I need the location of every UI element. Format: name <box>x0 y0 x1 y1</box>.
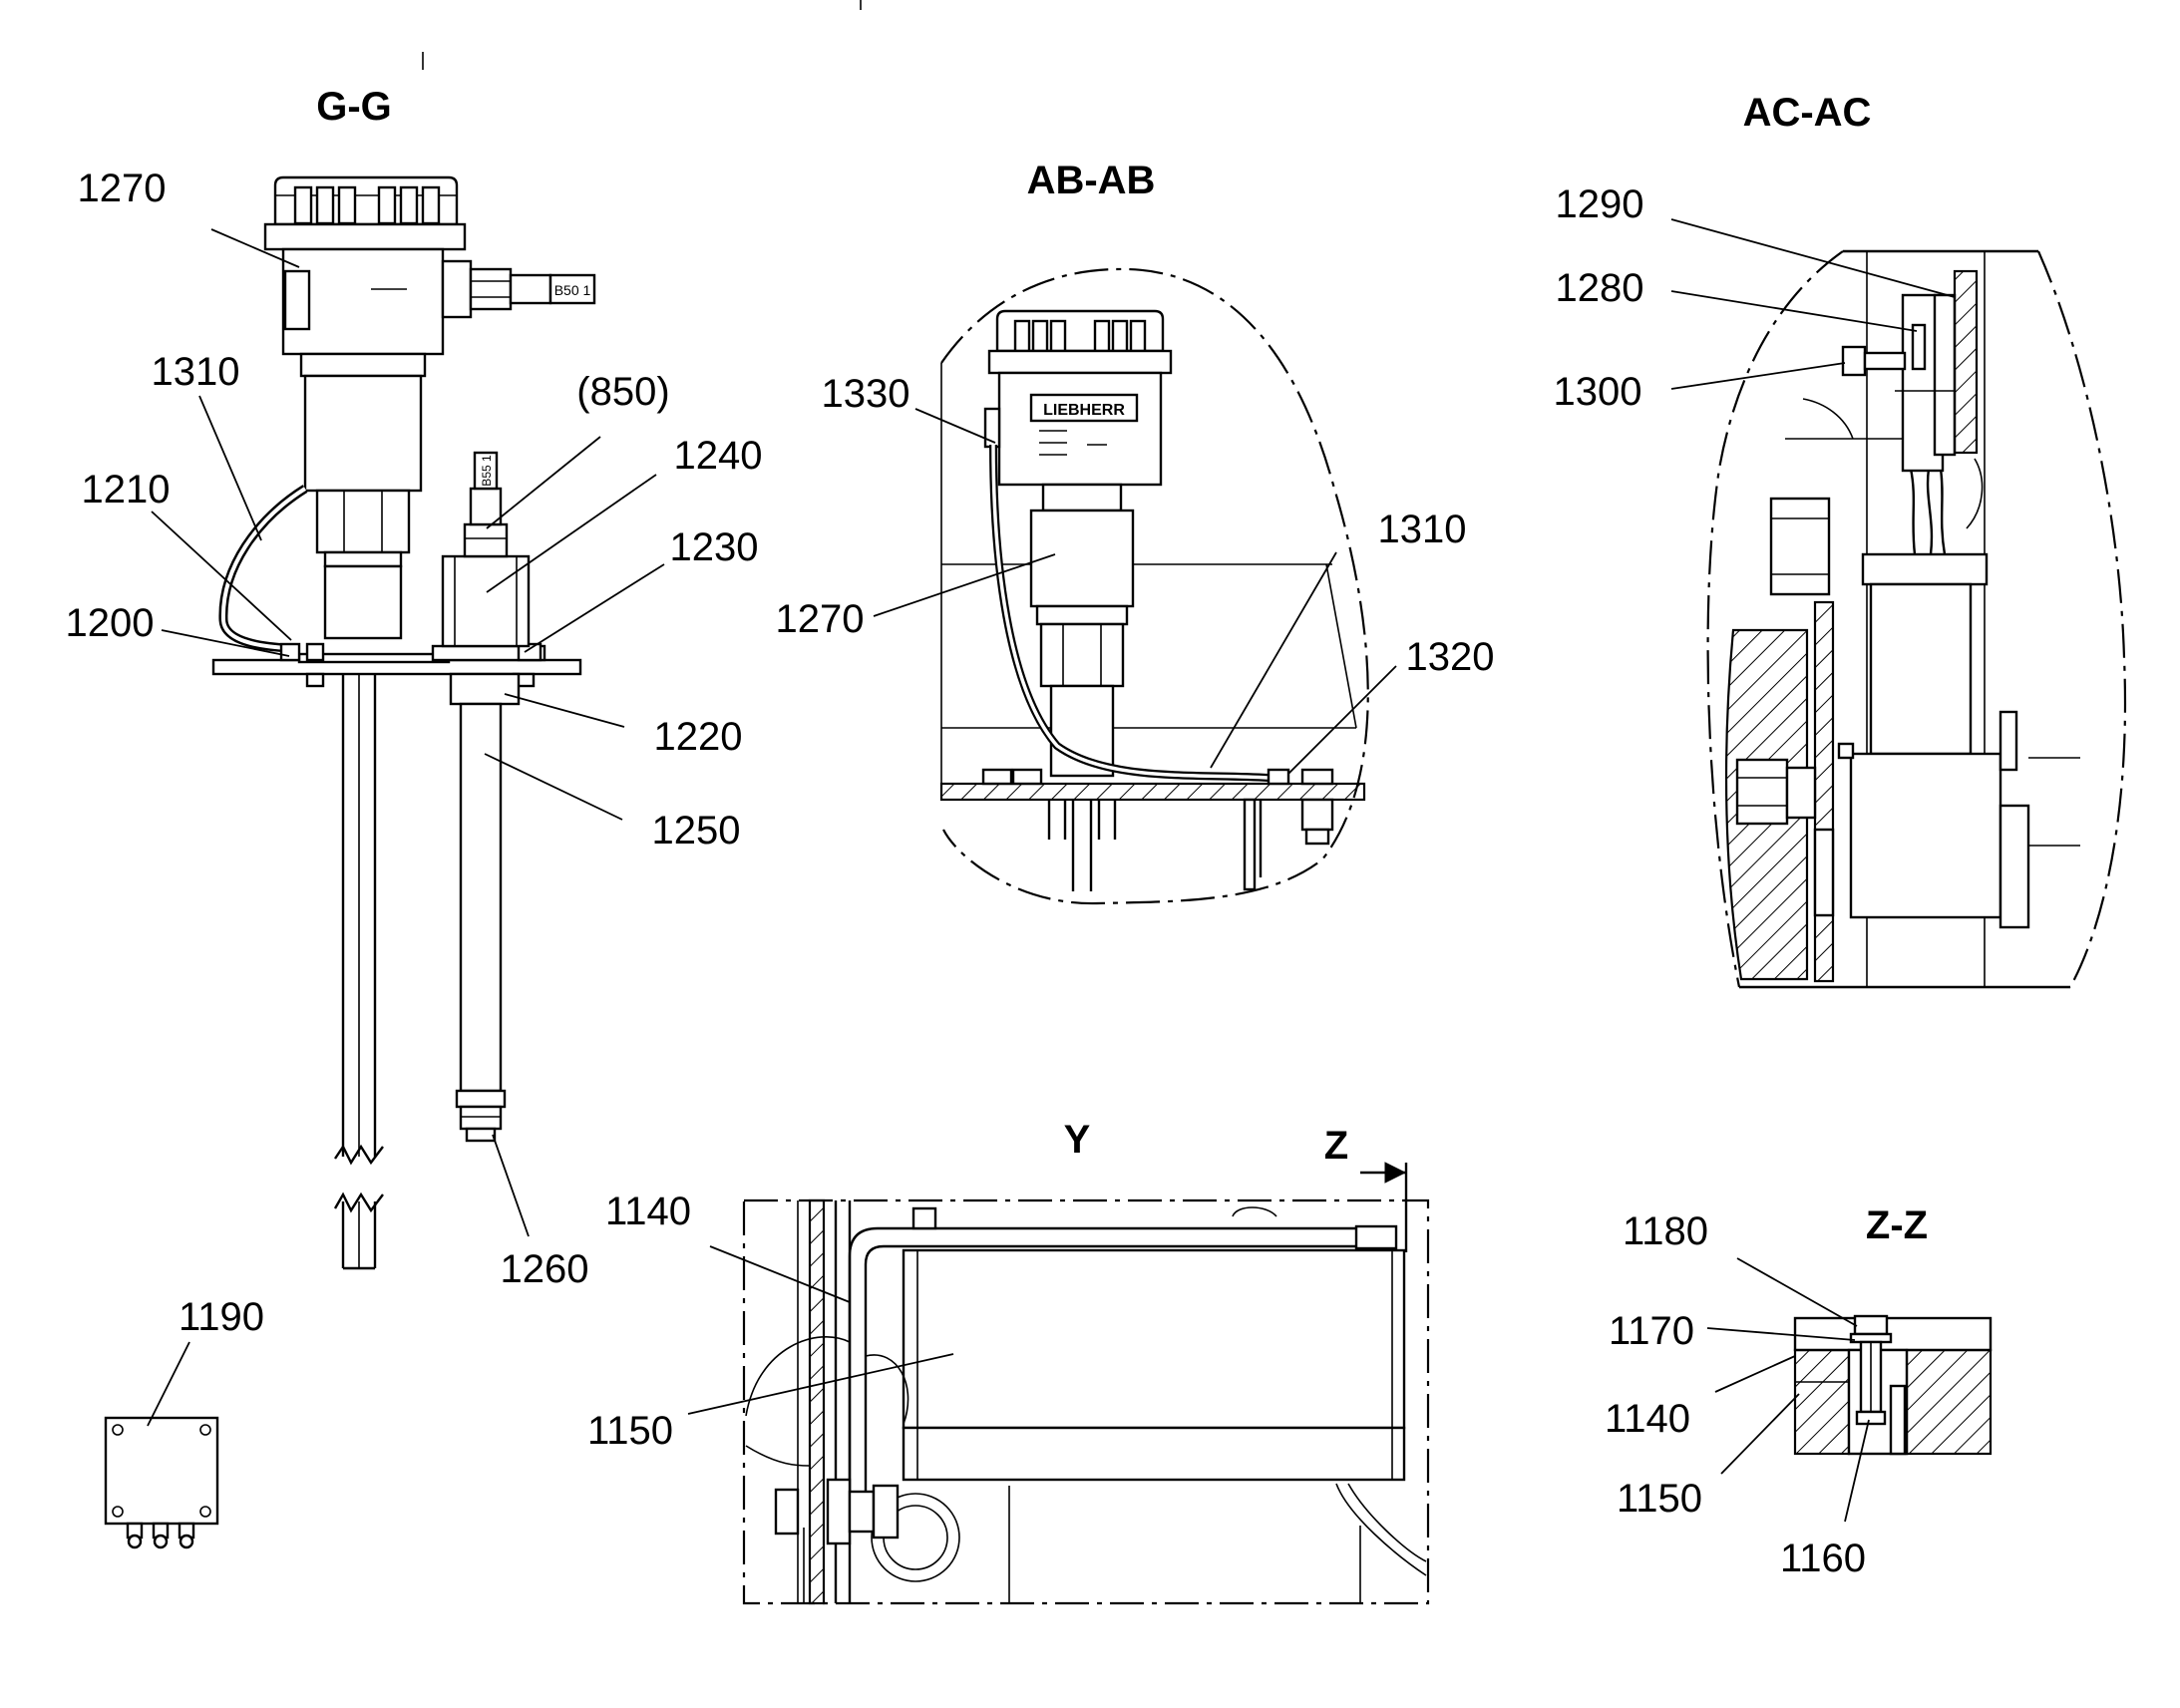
section-marker-z-top: Z <box>1324 1124 1348 1168</box>
view-z-z: Z-Z 1180 1170 1140 1150 1160 <box>1605 1203 1993 1580</box>
ref-1280: 1280 <box>1556 266 1644 310</box>
sensor-housing: B50 1 <box>263 175 596 640</box>
cable-tag-text: B50 1 <box>554 282 591 298</box>
view-ab-ab: AB-AB LIEBHERR <box>776 159 1495 905</box>
view-title-ab-ab: AB-AB <box>1027 159 1156 202</box>
ref-1270: 1270 <box>78 167 167 210</box>
view-g-g: G-G B50 1 <box>66 85 763 1291</box>
ref-1220: 1220 <box>654 715 743 759</box>
ref-1250: 1250 <box>652 809 741 853</box>
probe-nut <box>449 672 521 706</box>
ref-1200: 1200 <box>66 601 155 645</box>
cable-tag-b55 <box>473 451 499 491</box>
ref-1150: 1150 <box>587 1409 673 1453</box>
ref-1330: 1330 <box>822 372 910 416</box>
ref-1300: 1300 <box>1554 370 1642 414</box>
nameplate <box>1029 393 1139 423</box>
ref-1180: 1180 <box>1623 1209 1708 1253</box>
ref-1290: 1290 <box>1556 182 1644 226</box>
screw-head <box>1853 1314 1889 1336</box>
ref-1320: 1320 <box>1406 635 1495 679</box>
view-title-z-z: Z-Z <box>1866 1203 1928 1247</box>
ref-1310: 1310 <box>1378 508 1467 551</box>
ref-1270: 1270 <box>776 597 865 641</box>
ref-1230: 1230 <box>670 525 759 569</box>
nameplate-text: LIEBHERR <box>1043 402 1125 419</box>
junction-box: 1190 <box>104 1295 264 1549</box>
view-y: Y Z Z <box>587 1118 1430 1605</box>
bracket <box>902 1248 1406 1430</box>
ref-1170: 1170 <box>1609 1309 1694 1353</box>
ref-1140: 1140 <box>605 1190 691 1233</box>
base-plate <box>939 782 1366 802</box>
ref-1150: 1150 <box>1617 1477 1702 1521</box>
transmitter-body <box>441 554 531 648</box>
cable-tag-b50 <box>548 273 596 305</box>
sensor-body <box>1861 552 1989 586</box>
detail-frame <box>742 1198 1430 1605</box>
ref-1240: 1240 <box>674 434 763 478</box>
ref-850: (850) <box>576 370 669 414</box>
probe-rod <box>459 702 503 1093</box>
view-title-g-g: G-G <box>316 85 392 129</box>
view-ac-ac: AC-AC <box>1554 91 2127 989</box>
view-title-ac-ac: AC-AC <box>1743 91 1872 135</box>
ref-1260: 1260 <box>501 1247 589 1291</box>
ref-1160: 1160 <box>1780 1537 1866 1580</box>
ref-1190: 1190 <box>179 1295 264 1339</box>
ref-1210: 1210 <box>82 468 171 512</box>
ref-1140: 1140 <box>1605 1397 1690 1441</box>
ref-1310: 1310 <box>152 350 240 394</box>
view-title-y: Y <box>1064 1118 1091 1162</box>
cable-tag-text: B55 1 <box>480 455 494 487</box>
